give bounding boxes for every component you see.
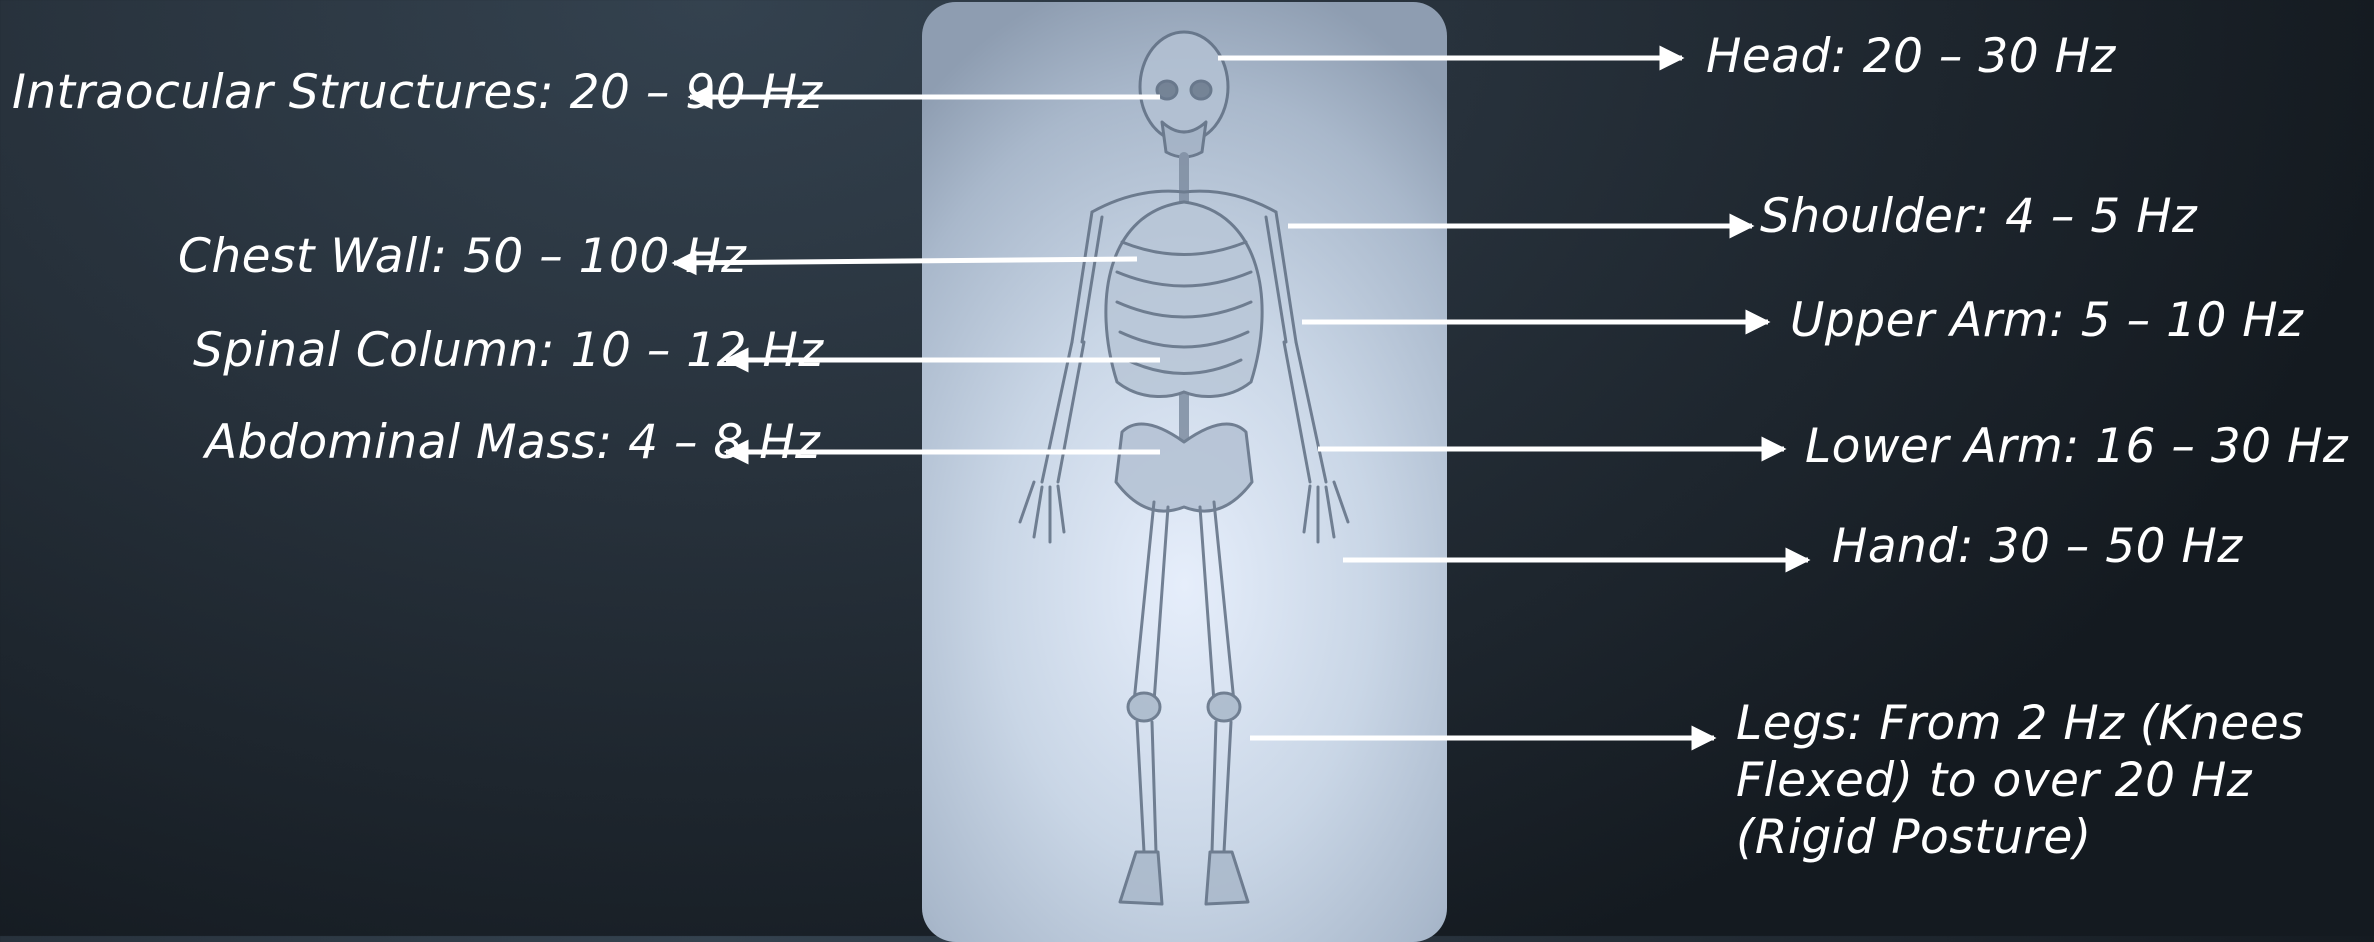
label-legs: Legs: From 2 Hz (Knees Flexed) to over 2…	[1736, 695, 2374, 866]
label-abdominal-mass: Abdominal Mass: 4 – 8 Hz	[205, 414, 820, 471]
skeleton-figure	[922, 2, 1447, 942]
label-shoulder: Shoulder: 4 – 5 Hz	[1760, 188, 2197, 245]
label-head: Head: 20 – 30 Hz	[1706, 28, 2116, 85]
label-spinal-column: Spinal Column: 10 – 12 Hz	[193, 322, 824, 379]
label-hand: Hand: 30 – 50 Hz	[1832, 518, 2242, 575]
label-upper-arm: Upper Arm: 5 – 10 Hz	[1790, 292, 2303, 349]
skull-shape	[1140, 32, 1228, 142]
label-intraocular: Intraocular Structures: 20 – 90 Hz	[12, 64, 823, 121]
skeleton-panel	[922, 2, 1447, 942]
label-chest-wall: Chest Wall: 50 – 100 Hz	[178, 228, 746, 285]
label-lower-arm: Lower Arm: 16 – 30 Hz	[1805, 418, 2348, 475]
